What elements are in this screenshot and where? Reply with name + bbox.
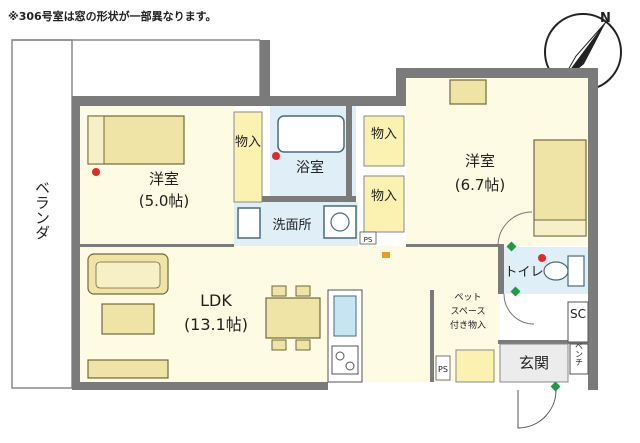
bath-label: 浴室 <box>296 159 324 176</box>
bench-label: ベンチ <box>575 342 584 366</box>
pet-line-1: ペット <box>454 293 481 303</box>
green-marker-1 <box>506 241 517 252</box>
stove <box>331 345 359 375</box>
red-marker-bath <box>272 152 280 160</box>
entrance-floor <box>499 343 569 383</box>
storage-right-top-label: 物入 <box>371 127 397 142</box>
western-right-size: (6.7帖) <box>455 176 506 194</box>
storage-left-label: 物入 <box>235 135 261 150</box>
interior-walls <box>80 244 588 382</box>
washing-machine-pan <box>323 205 357 239</box>
bench <box>569 343 589 375</box>
shoe-cabinet <box>567 301 589 343</box>
bathtub <box>277 115 345 153</box>
storage-left <box>233 111 263 203</box>
coffee-table <box>101 303 155 335</box>
ps-entrance <box>435 355 451 381</box>
balcony-label: ベランダ <box>33 180 51 240</box>
toilet-tank <box>567 255 585 287</box>
storage-right-top <box>363 115 405 167</box>
pet-storage <box>455 349 495 383</box>
door-arc-toilet <box>503 293 535 325</box>
ldk-size: (13.1帖) <box>184 315 248 334</box>
red-marker-left <box>92 168 100 176</box>
pet-line-2: スペース <box>451 307 486 317</box>
ps-wash <box>359 231 377 245</box>
dining-table <box>265 297 321 339</box>
svg-text:N: N <box>600 11 611 26</box>
green-marker-3 <box>550 381 561 392</box>
entrance-label: 玄関 <box>519 354 549 372</box>
switch-marker <box>382 252 390 258</box>
tv-board <box>87 359 169 379</box>
dining-chairs <box>271 285 311 351</box>
western-right-name: 洋室 <box>465 152 495 170</box>
ps-entrance-label: PS <box>438 365 448 374</box>
desk-right <box>449 79 487 105</box>
red-marker-toilet <box>538 254 546 262</box>
storage-right-mid-label: 物入 <box>371 189 397 204</box>
pet-line-3: 付き物入 <box>450 319 486 331</box>
western-left-name: 洋室 <box>149 170 179 188</box>
toilet-bowl <box>543 261 569 281</box>
sink <box>237 207 261 239</box>
western-left-size: (5.0帖) <box>139 192 190 210</box>
window-note: ※306号室は窓の形状が一部異なります。 <box>8 9 217 23</box>
kitchen-sink <box>333 295 357 337</box>
storage-right-mid <box>363 175 405 233</box>
sc-label: SC <box>570 307 586 321</box>
toilet-label: トイレ <box>504 265 543 280</box>
washroom-label: 洗面所 <box>272 218 311 233</box>
green-marker-2 <box>510 286 521 297</box>
door-arc-right-room <box>497 211 533 247</box>
svg-text:PS: PS <box>364 236 373 244</box>
ldk-name: LDK <box>200 291 232 310</box>
entrance-door-swing <box>517 389 557 429</box>
